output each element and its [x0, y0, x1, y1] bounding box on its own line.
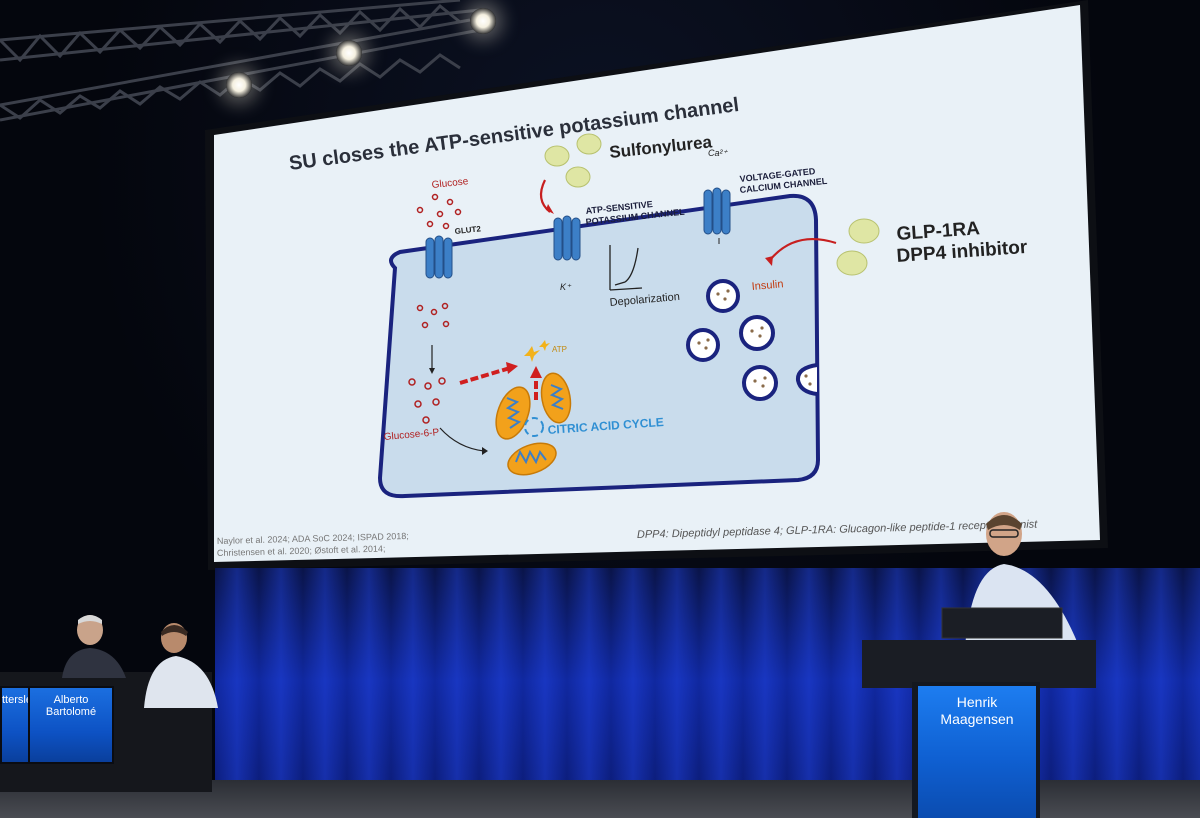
lectern [862, 640, 1096, 688]
mito-cristae [505, 384, 565, 465]
speaker-first-name: Henrik [956, 694, 998, 710]
granule-dots [697, 289, 812, 388]
glucose-label: Glucose [431, 176, 469, 191]
stage-spotlight [226, 72, 252, 98]
nameplate-alberto-text: Alberto Bartolomé [45, 694, 97, 718]
katp-channel [553, 215, 581, 261]
sulfonylurea-pills [544, 133, 602, 188]
panelist-middle [144, 623, 218, 708]
g6p-label: Glucose-6-P [383, 427, 440, 443]
glucose-molecules [408, 193, 462, 424]
insulin-label: Insulin [751, 278, 784, 293]
stage-spotlight [470, 8, 496, 34]
glp1-arrow [769, 238, 837, 261]
exocytosis-granule [795, 363, 818, 396]
atp-label: ATP [552, 345, 567, 354]
lighting-truss [0, 0, 481, 122]
stage-spotlight [336, 40, 362, 66]
speaker-nameplate: Henrik Maagensen [918, 686, 1036, 818]
panelist-left [62, 615, 126, 678]
calcium-channel [703, 187, 731, 235]
speaker-last-name: Maagensen [940, 711, 1014, 727]
atp-arrow [459, 366, 511, 385]
references-line-2: Christensen et al. 2020; Østoft et al. 2… [217, 544, 386, 558]
glut2-label: GLUT2 [454, 224, 482, 236]
atp-star-icon [524, 346, 540, 362]
beta-cell [377, 193, 821, 499]
mitochondria [495, 372, 572, 476]
atp-star-icon [539, 340, 550, 351]
glp1-pills [836, 218, 880, 276]
depolarization-graph [609, 245, 643, 291]
insulin-granules [686, 279, 778, 401]
nameplate-alberto: Alberto Bartolomé [28, 686, 114, 764]
citric-cycle-icon [524, 417, 544, 437]
k-ions-label: K⁺ [560, 282, 572, 292]
ca-ions-label: Ca²⁺ [708, 148, 729, 158]
laptop-icon [941, 607, 1063, 639]
glut2-channel [425, 235, 453, 279]
